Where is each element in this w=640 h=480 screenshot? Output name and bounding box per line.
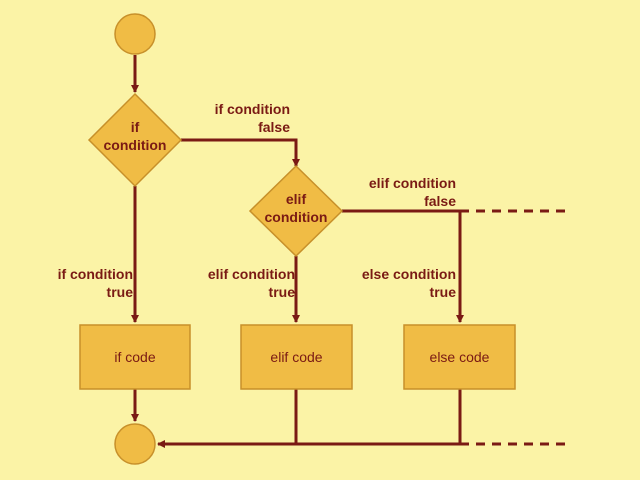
if-true-label-line1: if condition [57,266,133,282]
elif-false-label-line1: elif condition [368,175,456,191]
if-false-label-line2: false [258,119,290,135]
if-code-box [79,324,191,390]
elif-code-label: elif code [270,349,323,365]
else-true-label-line2: true [429,284,456,300]
edge-if-false [181,138,300,167]
else-code-label: else code [429,349,490,365]
if-false-label-line1: if condition [214,101,290,117]
if-false-label: if condition false [190,100,290,136]
elif-condition-diamond [248,164,344,258]
elif-true-label: elif condition true [175,265,295,301]
elif-true-label-line1: elif condition [207,266,295,282]
if-condition-label: if condition [85,118,185,154]
elif-condition-label-line2: condition [264,209,328,225]
if-condition-label-line2: condition [103,137,167,153]
if-true-label: if condition true [34,265,133,301]
if-condition-diamond [87,92,183,188]
end-node [114,423,156,465]
elif-condition-label: elif condition [246,190,346,226]
if-code-label: if code [114,349,156,365]
elif-true-label-line2: true [268,284,295,300]
if-true-label-line2: true [106,284,133,300]
elif-code-box [240,324,353,390]
start-node [114,13,156,55]
else-true-label-line1: else condition [361,266,456,282]
else-code-box [403,324,516,390]
elif-false-label: elif condition false [336,174,456,210]
if-condition-label-line1: if [130,119,140,135]
elif-false-label-line2: false [424,193,456,209]
elif-condition-label-line1: elif [285,191,307,207]
else-true-label: else condition true [336,265,456,301]
